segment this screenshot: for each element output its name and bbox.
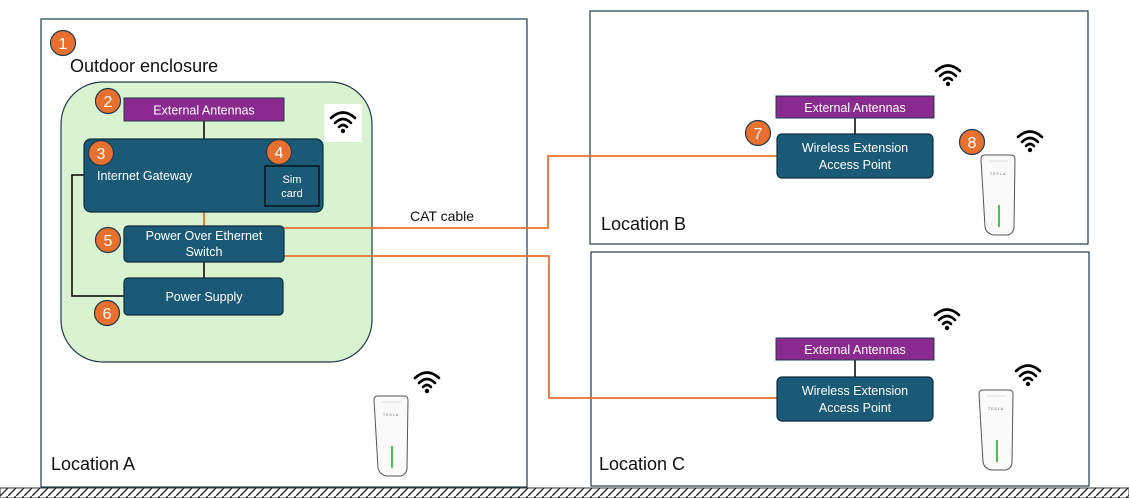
svg-text:6: 6 (103, 306, 112, 323)
wireless-ap-c (776, 376, 934, 422)
svg-text:8: 8 (968, 135, 977, 152)
svg-text:5: 5 (104, 233, 113, 250)
badge-4: 4 (265, 138, 293, 166)
power-supply-label: Power Supply (165, 290, 243, 304)
location-c-box (590, 251, 1090, 487)
external-antennas-b (775, 95, 935, 119)
external-antennas-c (775, 337, 935, 361)
charger-c-brand: TESLA (988, 407, 1004, 411)
cat-cable-label: CAT cable (410, 208, 474, 224)
poe-switch-label-line2: Switch (186, 245, 223, 259)
badge-8: 8 (958, 128, 986, 156)
badge-7: 7 (744, 119, 772, 147)
wifi-icon-enclosure (324, 104, 362, 142)
charger-a-brand: TESLA (383, 413, 399, 417)
wall-charger-location-c: TESLA (978, 389, 1014, 471)
poe-switch (123, 225, 285, 263)
wall-charger-location-b: TESLA (980, 154, 1016, 236)
wall-charger-location-a: TESLA (373, 395, 409, 477)
wireless-ap-b (776, 133, 934, 179)
badge-2: 2 (94, 87, 122, 115)
svg-text:7: 7 (754, 126, 763, 143)
cable-to-location-c (284, 255, 777, 399)
internet-gateway (83, 138, 324, 213)
badge-3: 3 (87, 139, 115, 167)
badge-1: 1 (49, 29, 77, 57)
location-a-label: Location A (51, 454, 135, 474)
wireless-ap-c-label-line2: Access Point (819, 401, 892, 415)
svg-text:1: 1 (59, 36, 68, 53)
svg-text:3: 3 (97, 146, 106, 163)
ground-hatch (0, 487, 1129, 498)
sim-card-label-line1: Sim (283, 174, 302, 186)
power-supply (123, 277, 284, 316)
wireless-ap-c-label-line1: Wireless Extension (802, 384, 908, 398)
svg-text:2: 2 (104, 94, 113, 111)
sim-card (264, 165, 320, 207)
external-antennas-a-label: External Antennas (153, 104, 254, 118)
sim-card-label-line2: card (281, 188, 302, 200)
wireless-ap-b-label-line1: Wireless Extension (802, 141, 908, 155)
cable-to-location-b (284, 155, 777, 229)
external-antennas-a (123, 97, 285, 122)
location-c-label: Location C (599, 454, 685, 474)
svg-text:4: 4 (275, 145, 284, 162)
badge-6: 6 (93, 299, 121, 327)
internet-gateway-label: Internet Gateway (97, 169, 193, 183)
location-b-label: Location B (601, 214, 686, 234)
badge-5: 5 (94, 226, 122, 254)
poe-switch-label-line1: Power Over Ethernet (146, 229, 263, 243)
connector-psu-gateway (71, 174, 124, 297)
wireless-ap-b-label-line2: Access Point (819, 158, 892, 172)
charger-b-brand: TESLA (990, 172, 1006, 176)
external-antennas-c-label: External Antennas (804, 343, 905, 357)
outdoor-enclosure-label: Outdoor enclosure (70, 56, 218, 76)
external-antennas-b-label: External Antennas (804, 101, 905, 115)
